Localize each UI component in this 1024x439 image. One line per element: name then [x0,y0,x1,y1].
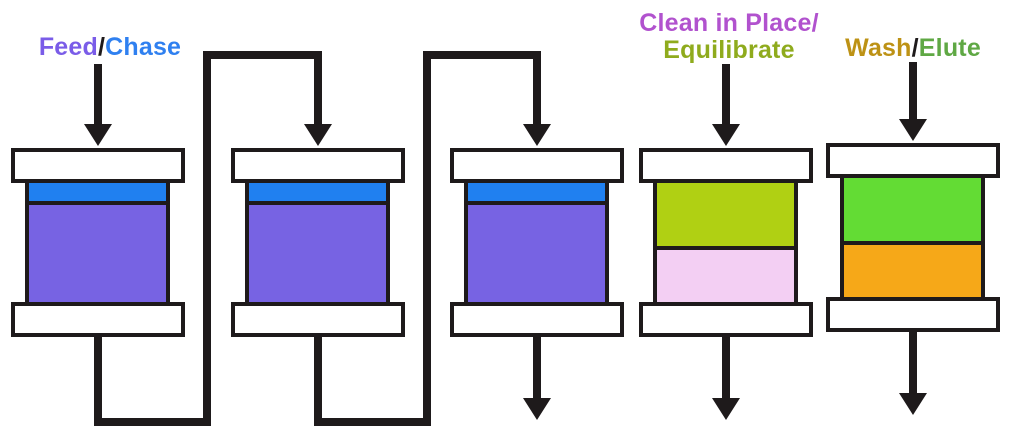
column3-outlet-arrowhead-icon [523,398,551,420]
elute-label: Elute [919,34,981,62]
column-1-bottom-cap [11,302,185,337]
connector-column1-to-column2 [94,51,332,426]
column-2-top-cap [231,148,405,183]
column5-inlet-arrow [899,62,927,141]
feed-inlet-arrowhead-icon [84,124,112,146]
wash-elute-label: Wash/Elute [845,34,981,62]
column-4-top-cap [639,148,813,183]
column4-outlet-arrow [712,333,740,420]
column-2-segment-bottom [245,201,390,306]
column-1-top-cap [11,148,185,183]
wash-label: Wash [845,34,912,62]
column4-inlet-arrowhead-icon [712,124,740,146]
column-3-segment-top [464,179,609,205]
connector1-path [94,51,322,426]
column-5-segment-top [840,174,985,245]
column-2 [231,148,405,337]
column-1-segment-top [25,179,170,205]
connector2-path [314,51,541,426]
column4-outlet-arrowhead-icon [712,398,740,420]
wash-elute-slash: / [912,34,919,62]
column-5-top-cap [826,143,1000,178]
column-4-bottom-cap [639,302,813,337]
flow-lines [84,51,927,426]
feed-chase-slash: / [98,33,105,61]
feed-inlet-arrow [84,64,112,146]
feed-label: Feed [39,33,98,61]
column-5-segment-bottom [840,241,985,301]
column-3-segment-bottom [464,201,609,306]
column-4 [639,148,813,337]
column-4-segment-bottom [653,246,798,306]
column4-inlet-arrow [712,64,740,146]
chase-label: Chase [105,33,181,61]
column5-inlet-arrowhead-icon [899,119,927,141]
clean-in-place-label: Clean in Place/ [639,9,818,37]
column-1-segment-bottom [25,201,170,306]
column-3 [450,148,624,337]
connector2-arrowhead-icon [523,124,551,146]
column-3-bottom-cap [450,302,624,337]
column-5-bottom-cap [826,297,1000,332]
column-2-bottom-cap [231,302,405,337]
equilibrate-label: Equilibrate [663,36,794,64]
connector-column2-to-column3 [314,51,551,426]
column-3-top-cap [450,148,624,183]
connector1-arrowhead-icon [304,124,332,146]
column-2-segment-top [245,179,390,205]
column-5 [826,143,1000,332]
column5-outlet-arrow [899,328,927,415]
column-4-segment-top [653,179,798,250]
column-1 [11,148,185,337]
feed-chase-label: Feed/Chase [39,33,181,61]
column5-outlet-arrowhead-icon [899,393,927,415]
column3-outlet-arrow [523,333,551,420]
